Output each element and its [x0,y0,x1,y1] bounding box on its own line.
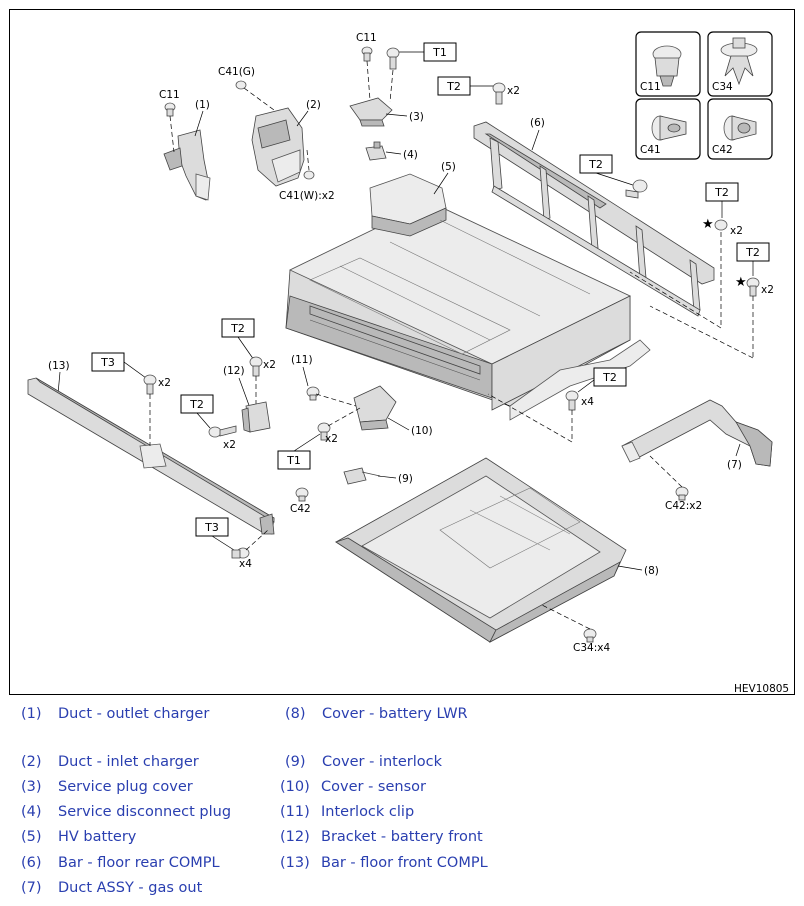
bar-floor-rear [473,121,715,317]
bar-floor-front [27,377,275,535]
legend-item: (6)Bar - floor rear COMPL [21,855,220,871]
cover-battery-lwr [335,457,627,643]
callout-1: (1) [195,99,210,111]
legend-item: (4)Service disconnect plug [21,804,232,820]
callout-3: (3) [409,111,424,123]
c42-label: C42 [290,503,311,515]
callout-10: (10) [411,425,433,437]
callout-9: (9) [398,473,413,485]
clip-box-c42: C42 [707,98,773,160]
callout-6: (6) [530,117,545,129]
torque-t2-mid: T2 [230,322,245,335]
x2-label: x2 [507,85,520,97]
x4-label: x4 [581,396,594,408]
x2-label: x2 [158,377,171,389]
legend-item: (10)Cover - sensor [280,779,426,795]
x2-label: x2 [730,225,743,237]
service-plug-cover [349,97,393,127]
legend-item: (3)Service plug cover [21,779,193,795]
torque-t2-r2: T2 [745,246,760,259]
star-icon: ★ [702,217,714,232]
torque-t2-r0: T2 [588,158,603,171]
diagram-code: HEV10805 [734,683,789,695]
torque-t2-c: T2 [602,371,617,384]
bracket-battery-front [241,401,271,433]
c42x2-label: C42:x2 [665,500,702,512]
legend-item: (7)Duct ASSY - gas out [21,880,203,896]
x2-label: x2 [263,359,276,371]
callout-11: (11) [291,354,313,366]
duct-outlet-charger [163,129,211,201]
torque-t2-top: T2 [446,80,461,93]
callout-13: (13) [48,360,70,372]
torque-t2-bl: T2 [189,398,204,411]
callout-4: (4) [403,149,418,161]
service-disconnect-plug [365,141,387,161]
clip-box-label: C42 [712,144,733,156]
torque-t1-top: T1 [432,46,447,59]
c11-label: C11 [356,32,377,44]
clip-box-label: C11 [640,81,661,93]
exploded-parts-diagram: C11 C34 C41 C42 (1) C11 (2) C41(G) [9,9,795,695]
clip-box-c41: C41 [635,98,701,160]
x2-label: x2 [761,284,774,296]
torque-t3-left: T3 [100,356,115,369]
torque-t3-low: T3 [204,521,219,534]
cover-interlock [343,467,381,485]
x2-label: x2 [325,433,338,445]
legend-item: (11)Interlock clip [280,804,415,820]
torque-t2-r1: T2 [714,186,729,199]
star-icon: ★ [735,275,747,290]
legend-item: (13)Bar - floor front COMPL [280,855,488,871]
legend-item: (12)Bracket - battery front [280,829,483,845]
callout-8: (8) [644,565,659,577]
hv-battery [285,173,651,421]
x2-label: x2 [223,439,236,451]
clip-box-c11: C11 [635,31,701,97]
c41w-label: C41(W):x2 [279,190,335,202]
legend-item: (2)Duct - inlet charger [21,754,199,770]
callout-7: (7) [727,459,742,471]
parts-legend: (1)Duct - outlet charger (8)Cover - batt… [0,700,804,906]
c41g-label: C41(G) [218,66,255,78]
clip-box-label: C34 [712,81,733,93]
cover-sensor [353,385,397,431]
clip-box-label: C41 [640,144,661,156]
c11-label: C11 [159,89,180,101]
legend-item: (9)Cover - interlock [285,754,442,770]
x4-label: x4 [239,558,252,570]
clip-box-c34: C34 [707,31,773,97]
legend-item: (5)HV battery [21,829,137,845]
duct-inlet-charger [251,107,305,187]
duct-gas-out [621,399,773,467]
interlock-clip [306,386,320,401]
torque-t1-low: T1 [286,454,301,467]
callout-2: (2) [306,99,321,111]
callout-12: (12) [223,365,245,377]
legend-item: (1)Duct - outlet charger [21,706,210,722]
legend-item: (8)Cover - battery LWR [285,706,468,722]
callout-5: (5) [441,161,456,173]
c34x4-label: C34:x4 [573,642,610,654]
